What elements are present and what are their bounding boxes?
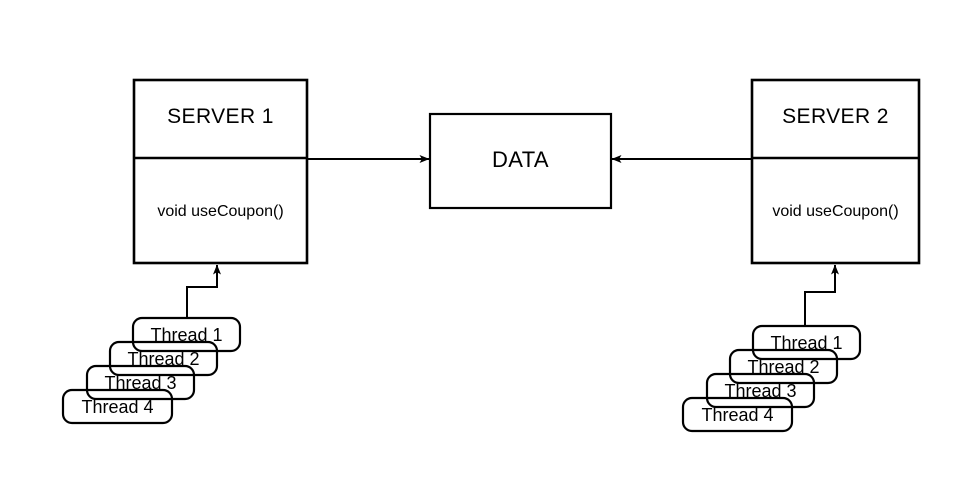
data-store-outline bbox=[428, 112, 613, 210]
thread-stack-left bbox=[61, 316, 242, 425]
arrow-threads-left-to-server1 bbox=[186, 264, 221, 318]
server-1-box[interactable] bbox=[132, 78, 309, 265]
server-2-box[interactable] bbox=[750, 78, 921, 265]
thread-box-right-3[interactable] bbox=[705, 372, 816, 409]
thread-box-left-4[interactable] bbox=[61, 388, 174, 425]
thread-box-left-3[interactable] bbox=[85, 364, 196, 401]
arrow-threads-right-to-server2 bbox=[804, 264, 839, 326]
thread-box-right-2[interactable] bbox=[728, 348, 839, 385]
thread-box-right-1[interactable] bbox=[751, 324, 862, 361]
server-2-outline bbox=[750, 78, 921, 265]
thread-box-left-2[interactable] bbox=[108, 340, 219, 377]
thread-stack-right bbox=[681, 324, 862, 433]
data-store-box[interactable] bbox=[428, 112, 613, 210]
server-1-outline bbox=[132, 78, 309, 265]
thread-box-right-4[interactable] bbox=[681, 396, 794, 433]
thread-box-left-1[interactable] bbox=[131, 316, 242, 353]
